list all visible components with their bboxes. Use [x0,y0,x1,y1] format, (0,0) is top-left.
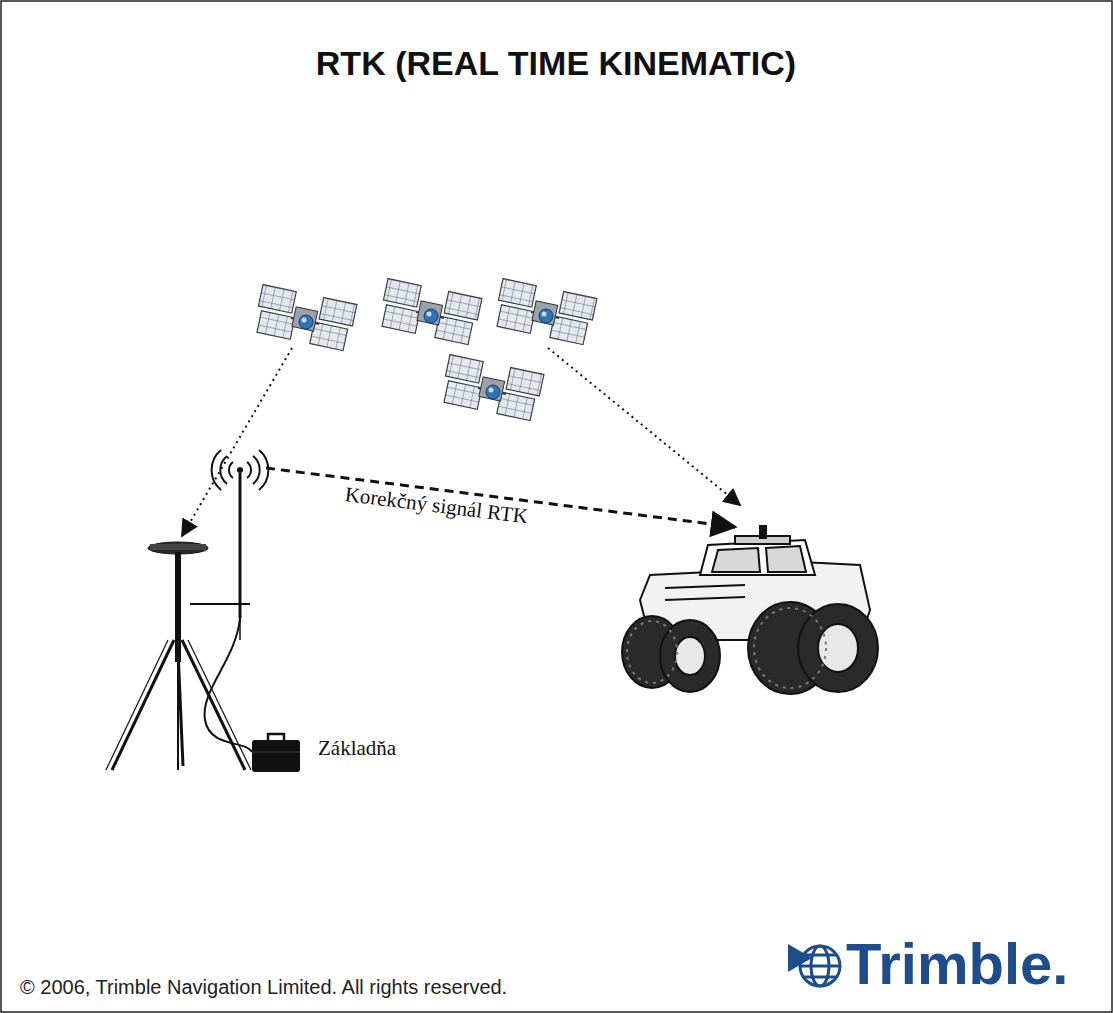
brand-logo: Trimble. [846,930,1068,997]
copyright-note: © 2006, Trimble Navigation Limited. All … [20,976,507,999]
base-label: Základňa [318,736,396,761]
diagram-title: RTK (REAL TIME KINEMATIC) [316,44,796,83]
